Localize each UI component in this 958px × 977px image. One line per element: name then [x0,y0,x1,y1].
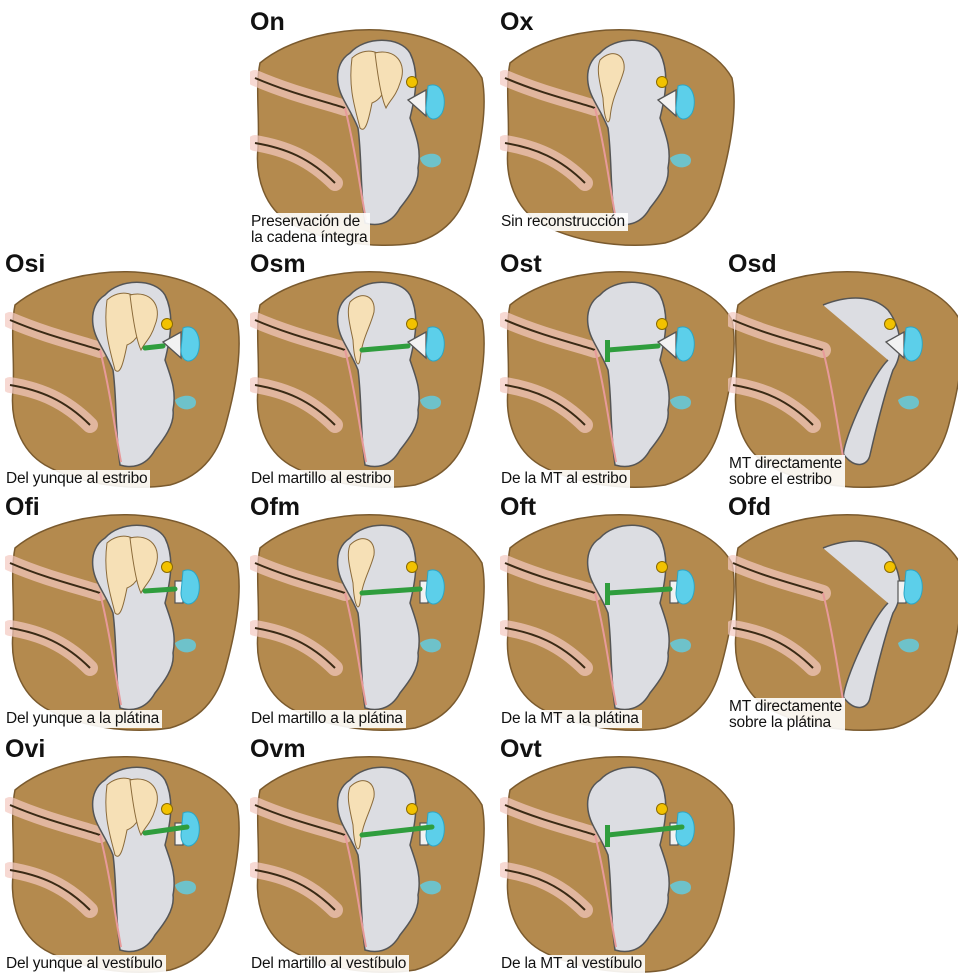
ear-illustration [500,250,740,495]
panel-code-label: Oft [500,493,536,521]
facial-nerve [657,77,668,88]
caption-line: Del yunque al estribo [6,471,147,487]
oval-window [676,85,694,119]
panel-caption: MT directamentesobre el estribo [728,455,845,489]
panel-ovt: Ovt De la MT al vestíbulo [500,735,740,977]
caption-line: sobre el estribo [729,472,842,488]
ear-illustration [250,735,490,977]
prosthesis-head [605,825,610,847]
ear-illustration [250,493,490,738]
oval-window [904,570,922,604]
caption-line: Del yunque a la plátina [6,711,159,727]
panel-caption: De la MT a la plátina [500,710,642,728]
caption-line: Del yunque al vestíbulo [6,956,163,972]
prosthesis-head [605,583,610,605]
caption-line: Del martillo al estribo [251,471,391,487]
panel-caption: Del martillo al vestíbulo [250,955,409,973]
ear-illustration [5,250,245,495]
oval-window [426,570,444,604]
panel-caption: Del yunque al vestíbulo [5,955,166,973]
facial-nerve [885,319,896,330]
facial-nerve [407,319,418,330]
oval-window [676,327,694,361]
ear-illustration [5,735,245,977]
panel-code-label: Ofm [250,493,300,521]
panel-caption: Sin reconstrucción [500,213,628,231]
panel-code-label: Ovt [500,735,542,763]
caption-line: De la MT al estribo [501,471,627,487]
ear-illustration [250,250,490,495]
caption-line: Del martillo al vestíbulo [251,956,406,972]
facial-nerve [407,77,418,88]
ear-illustration [500,735,740,977]
caption-line: sobre la plátina [729,715,842,731]
ear-illustration [5,493,245,738]
panel-code-label: Ovi [5,735,45,763]
panel-ofd: Ofd MT directamentesobre la plátina [728,493,958,738]
facial-nerve [885,562,896,573]
oval-window [904,327,922,361]
panel-code-label: Ox [500,8,533,36]
caption-line: la cadena íntegra [251,230,367,246]
facial-nerve [162,804,173,815]
oval-window [426,85,444,119]
panel-code-label: Ovm [250,735,306,763]
oval-window [426,327,444,361]
panel-code-label: On [250,8,285,36]
facial-nerve [657,804,668,815]
prosthesis [145,346,163,348]
facial-nerve [162,562,173,573]
panel-caption: Del yunque a la plátina [5,710,162,728]
panel-ost: Ost De la MT al estribo [500,250,740,495]
caption-line: MT directamente [729,456,842,472]
facial-nerve [162,319,173,330]
panel-code-label: Osi [5,250,45,278]
panel-code-label: Osd [728,250,777,278]
panel-caption: Del martillo a la plátina [250,710,406,728]
facial-nerve [657,562,668,573]
caption-line: Preservación de [251,214,367,230]
prosthesis [145,589,175,591]
panel-code-label: Ofi [5,493,40,521]
caption-line: De la MT al vestíbulo [501,956,642,972]
facial-nerve [407,804,418,815]
panel-code-label: Ost [500,250,542,278]
facial-nerve [407,562,418,573]
panel-oft: Oft De la MT a la plátina [500,493,740,738]
panel-on: OnPreservación dela cadena íntegra [250,8,490,253]
panel-code-label: Ofd [728,493,771,521]
caption-line: MT directamente [729,699,842,715]
ear-illustration [500,493,740,738]
panel-code-label: Osm [250,250,306,278]
oval-window [181,570,199,604]
panel-caption: De la MT al vestíbulo [500,955,645,973]
panel-caption: Del yunque al estribo [5,470,150,488]
oval-window [181,327,199,361]
facial-nerve [657,319,668,330]
caption-line: Del martillo a la plátina [251,711,403,727]
panel-caption: De la MT al estribo [500,470,630,488]
caption-line: Sin reconstrucción [501,214,625,230]
panel-caption: Del martillo al estribo [250,470,394,488]
panel-osd: Osd MT directamentesobre el estribo [728,250,958,495]
prosthesis-head [605,340,610,362]
caption-line: De la MT a la plátina [501,711,639,727]
oval-window [676,570,694,604]
